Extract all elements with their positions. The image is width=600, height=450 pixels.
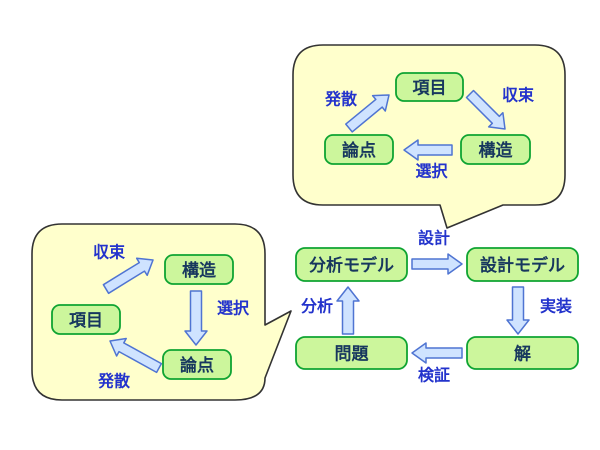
arrow-select-left	[184, 290, 208, 346]
label-diverge-left: 発散	[97, 372, 131, 391]
node-design-model-label: 設計モデル	[480, 255, 565, 275]
node-structure-top	[460, 134, 531, 165]
arrow-select-top	[403, 139, 453, 161]
arrow-converge-top	[465, 89, 506, 130]
arrow-analyze	[336, 286, 360, 335]
node-design-model	[466, 247, 579, 282]
node-structure-left-label: 構造	[182, 260, 217, 280]
node-item-top-label: 項目	[413, 79, 447, 98]
label-verify: 検証	[418, 366, 450, 385]
label-converge-left: 収束	[93, 243, 126, 262]
label-select-top: 選択	[415, 162, 448, 181]
node-issue-top-label: 論点	[342, 140, 376, 160]
node-solution	[466, 336, 579, 370]
node-item-left	[51, 304, 121, 335]
node-problem-label: 問題	[335, 345, 370, 364]
label-design: 設計	[418, 229, 450, 248]
arrow-diverge-top	[345, 94, 390, 133]
label-analyze: 分析	[301, 297, 333, 316]
node-issue-left	[162, 349, 232, 380]
label-converge-top: 収束	[502, 86, 535, 105]
node-analysis-model-label: 分析モデル	[309, 255, 394, 275]
node-problem	[295, 336, 408, 370]
node-analysis-model	[295, 247, 408, 282]
arrow-diverge-left	[109, 337, 163, 374]
label-implement: 実装	[540, 297, 572, 316]
node-structure-top-label: 構造	[479, 140, 514, 160]
node-item-top	[395, 72, 464, 102]
label-diverge-top: 発散	[324, 90, 358, 109]
arrow-implement	[506, 286, 530, 335]
node-structure-left	[164, 254, 234, 285]
arrow-verify	[411, 342, 463, 364]
node-issue-left-label: 論点	[180, 355, 214, 375]
speech-bubble-design-cycle	[292, 44, 566, 229]
node-issue-top	[324, 134, 394, 165]
node-solution-label: 解	[514, 344, 531, 364]
arrow-design	[411, 253, 463, 275]
arrow-converge-left	[102, 257, 154, 295]
label-select-left: 選択	[217, 299, 250, 318]
node-item-left-label: 項目	[69, 311, 103, 330]
